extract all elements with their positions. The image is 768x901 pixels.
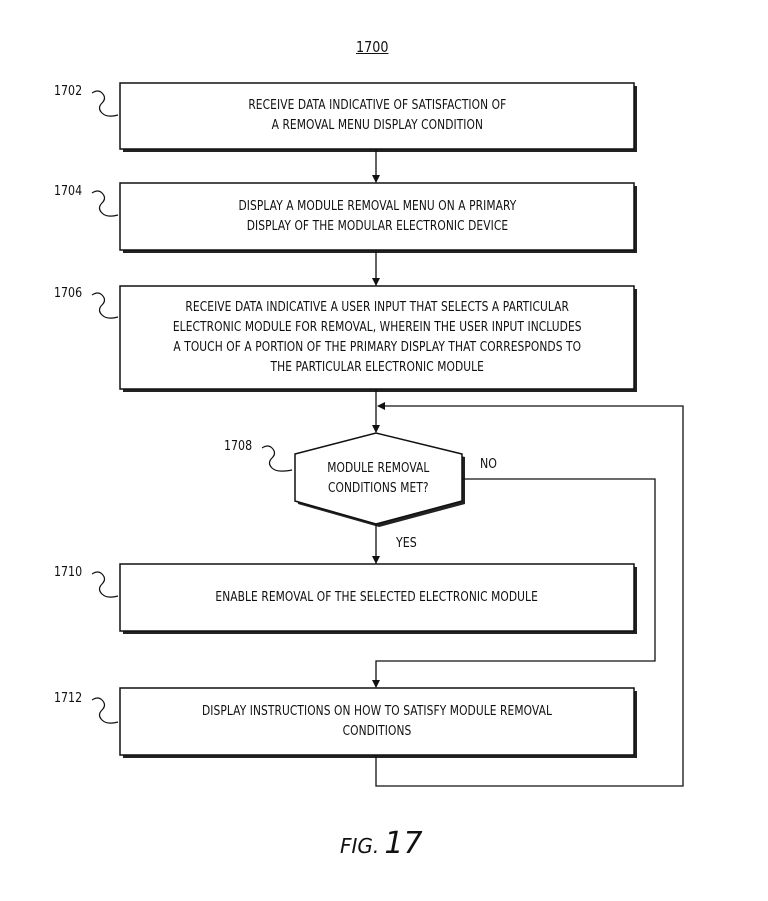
branch-yes-label: YES <box>396 536 417 551</box>
ref-1710: 1710 <box>54 565 83 580</box>
step-1712-text: DISPLAY INSTRUCTIONS ON HOW TO SATISFY M… <box>202 703 552 739</box>
figure-number: 1700 <box>356 38 389 56</box>
leader-1706 <box>91 292 119 319</box>
leader-1708 <box>261 445 293 472</box>
ref-1708: 1708 <box>224 439 253 454</box>
step-1708: MODULE REMOVAL CONDITIONS MET? <box>295 433 462 524</box>
ref-1702: 1702 <box>54 84 83 99</box>
decision-1708 <box>294 432 463 525</box>
ref-1706: 1706 <box>54 286 83 301</box>
box-1704 <box>119 182 635 251</box>
figure-caption: FIG. 17 <box>340 826 423 861</box>
box-1712 <box>119 687 635 756</box>
arrow-1712-loop-back <box>375 402 684 787</box>
figure-caption-number: 17 <box>384 826 423 861</box>
arrow-1708-1712-no <box>372 478 656 688</box>
leader-1712 <box>91 697 119 724</box>
step-1708-text: MODULE REMOVAL CONDITIONS MET? <box>327 460 430 496</box>
branch-no-label: NO <box>480 457 497 472</box>
ref-1704: 1704 <box>54 184 83 199</box>
step-1712: DISPLAY INSTRUCTIONS ON HOW TO SATISFY M… <box>120 688 634 755</box>
leader-1704 <box>91 190 119 217</box>
box-1706 <box>119 285 635 390</box>
box-1710 <box>119 563 635 632</box>
figure-caption-prefix: FIG. <box>340 834 380 858</box>
step-1706-text: RECEIVE DATA INDICATIVE A USER INPUT THA… <box>172 299 582 375</box>
step-1710-text: ENABLE REMOVAL OF THE SELECTED ELECTRONI… <box>215 589 539 605</box>
ref-1712: 1712 <box>54 691 83 706</box>
box-1702 <box>119 82 635 150</box>
leader-1702 <box>91 90 119 117</box>
step-1704-text: DISPLAY A MODULE REMOVAL MENU ON A PRIMA… <box>238 198 516 234</box>
step-1710: ENABLE REMOVAL OF THE SELECTED ELECTRONI… <box>120 564 634 631</box>
step-1704: DISPLAY A MODULE REMOVAL MENU ON A PRIMA… <box>120 183 634 250</box>
step-1702: RECEIVE DATA INDICATIVE OF SATISFACTION … <box>120 83 634 149</box>
step-1706: RECEIVE DATA INDICATIVE A USER INPUT THA… <box>120 286 634 389</box>
step-1702-text: RECEIVE DATA INDICATIVE OF SATISFACTION … <box>247 98 507 133</box>
leader-1710 <box>91 571 119 598</box>
